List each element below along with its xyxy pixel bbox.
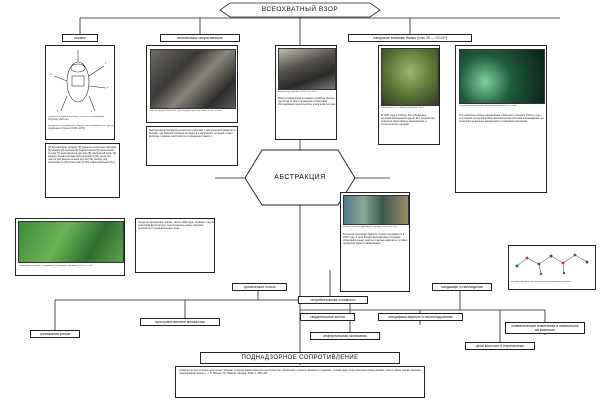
city-photo	[343, 195, 409, 225]
branch-label-6: инфернальная экономика	[310, 332, 380, 340]
installation-description: Выставочный конференц-комплекс отсылает …	[146, 126, 238, 166]
branch-label-9: климатические изменения и химическое заг…	[505, 322, 585, 334]
quote-text: «Сквозь пелену истории проступают образы…	[179, 369, 421, 376]
monument-panel: Памятник В. И. Ленину в Минске, 1965 В 1…	[378, 45, 440, 145]
branch-label-8: ландшафт и наблюдение	[432, 283, 492, 291]
branch-label-10: цепи констант и переменных	[465, 342, 535, 350]
camp-caption: Лагерь под землёй, 2006, Ил. 2010	[278, 91, 317, 93]
monument-text: В 1962 году в Сибири был обнаружен крупн…	[381, 114, 435, 127]
city-text: Большой наукоград бывших столиц оценивае…	[343, 233, 408, 246]
svg-text:4: 4	[91, 110, 93, 113]
installation-photo	[150, 49, 236, 109]
city-caption: Монета Рига из Денежного фонда, 2010, 10…	[343, 226, 398, 228]
city-description: Город на прозрачной плёнке, около 1960 г…	[135, 218, 215, 273]
satellite-panel: 1 2 3 4 5 Рисунок из журнала «Вокруг света»…	[45, 45, 115, 140]
center-node-abstraction: АБСТРАКЦИЯ	[274, 174, 326, 181]
molecule-panel: Молекулярная структура белка в трёхмерно…	[508, 245, 596, 290]
svg-text:3: 3	[50, 73, 52, 76]
molecule-caption: Молекулярная структура белка в трёхмерно…	[511, 281, 572, 283]
branch-label-4: потребительная стоимость	[298, 296, 368, 304]
branch-label-7: специфика мирную и перекладывание	[378, 313, 463, 321]
quote-panel: «Сквозь пелену истории проступают образы…	[175, 366, 425, 398]
branch-label-3: тропическое ночью	[232, 283, 287, 291]
branch-label-2: пространственное множество	[140, 318, 220, 326]
branch-label-5: свидетельные жесты	[300, 313, 355, 321]
tunnel-caption: Рисунок на стене при тоннеле, Москва, 20…	[459, 105, 518, 107]
map-panel: Подводные рисунки с цифрами в гибридной …	[15, 218, 125, 276]
tunnel-photo	[459, 49, 545, 104]
city-panel: Монета Рига из Денежного фонда, 2010, 10…	[340, 192, 410, 292]
tunnel-text: Это наиболее ёмкое определение Советског…	[459, 114, 544, 124]
installation-text: Выставочный конференц-комплекс отсылает …	[149, 129, 236, 139]
satellite-text: [1] Фотоаппарат продукт [2] дальние солн…	[48, 146, 117, 165]
svg-text:2: 2	[107, 86, 109, 89]
svg-text:5: 5	[57, 110, 59, 113]
installation-panel: Инсталляция «Анализ», фотография для выс…	[146, 45, 238, 123]
satellite-caption-2: Цифровое изображение продукта фотографие…	[48, 125, 114, 130]
branch-label-1: тропикания ризом	[30, 330, 80, 338]
city-description-text: Город на прозрачной плёнке, около 1960 г…	[138, 221, 214, 231]
satellite-illustration: 1 2 3 4 5	[50, 50, 109, 113]
map-photo	[18, 221, 124, 263]
bottom-title: ПОДНАДЗОРНОЕ СОПРОТИВЛЕНИЕ	[200, 352, 400, 364]
installation-caption: Инсталляция «Анализ», фотография для выс…	[150, 110, 223, 112]
molecule-illustration	[515, 253, 589, 276]
page-title: ВСЕОХВАТНЫЙ ВЗОР	[261, 6, 339, 13]
satellite-description: [1] Фотоаппарат продукт [2] дальние солн…	[45, 143, 120, 198]
monument-photo	[381, 48, 439, 106]
tunnel-panel: Рисунок на стене при тоннеле, Москва, 20…	[455, 45, 547, 193]
map-caption: Подводные рисунки с цифрами в гибридной …	[18, 265, 93, 267]
node-label-left: космос	[62, 34, 98, 42]
svg-text:1: 1	[105, 62, 107, 65]
camp-text: Вход в радиационную камеру в районе Лики…	[278, 97, 336, 107]
satellite-caption: Рисунок из журнала «Вокруг света» посвящ…	[48, 116, 104, 121]
node-label-mid: монокосмос искусственное	[160, 34, 240, 42]
camp-photo	[278, 48, 336, 90]
monument-caption: Памятник В. И. Ленину в Минске, 1965	[381, 107, 424, 109]
node-label-right: лагерское влияние Лынко (Lbri, Ri — СССР…	[348, 34, 472, 42]
camp-panel: Лагерь под землёй, 2006, Ил. 2010 Вход в…	[275, 45, 337, 140]
